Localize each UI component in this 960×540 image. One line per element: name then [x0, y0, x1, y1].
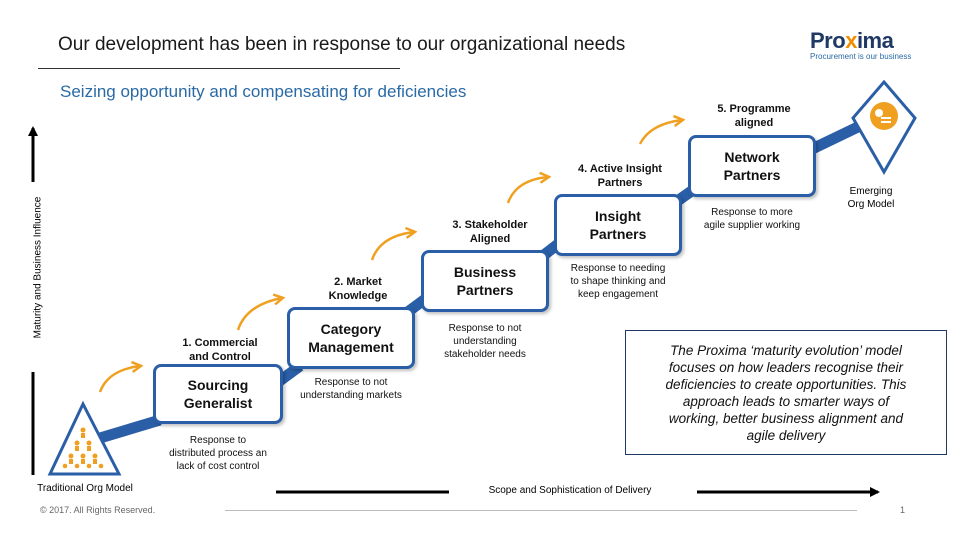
stage-5-response: Response to more agile supplier working: [703, 207, 801, 231]
traditional-org-label: Traditional Org Model: [37, 483, 133, 494]
slide-title: Our development has been in response to …: [58, 34, 626, 55]
x-axis-label: Scope and Sophistication of Delivery: [488, 485, 652, 496]
slide-subtitle: Seizing opportunity and compensating for…: [60, 82, 467, 101]
logo-wordmark: Proxima: [810, 28, 894, 53]
maturity-note: The Proxima ‘maturity evolution’ model f…: [625, 330, 947, 455]
emerging-org-diamond-icon: [851, 79, 917, 176]
proxima-logo: Proxima Procurement is our business: [810, 28, 920, 61]
orange-progress-arrows: [98, 120, 682, 393]
copyright: © 2017. All Rights Reserved.: [40, 505, 156, 515]
footer-divider: [225, 510, 857, 511]
stage-5-label: 5. Programme aligned: [717, 103, 791, 129]
stage-4-box: Insight Partners: [554, 194, 682, 256]
stage-2-response: Response to not understanding markets: [300, 377, 402, 401]
stage-4-label: 4. Active Insight Partners: [578, 163, 662, 189]
stage-2-box: Category Management: [287, 307, 415, 369]
stage-5-box: Network Partners: [688, 135, 816, 197]
stage-3-box: Business Partners: [421, 250, 549, 312]
stage-4-response: Response to needing to shape thinking an…: [570, 263, 666, 300]
stage-3-label: 3. Stakeholder Aligned: [452, 219, 528, 245]
stage-3-response: Response to not understanding stakeholde…: [444, 323, 526, 360]
stage-1-response: Response to distributed process an lack …: [169, 435, 267, 472]
traditional-org-triangle-icon: [47, 400, 122, 476]
stage-2-label: 2. Market Knowledge: [328, 276, 388, 302]
stage-1-box: Sourcing Generalist: [153, 364, 283, 424]
logo-tagline: Procurement is our business: [810, 52, 912, 61]
page-number: 1: [900, 505, 906, 515]
emerging-org-label: Emerging Org Model: [847, 186, 895, 210]
stage-1-label: 1. Commercial and Control: [182, 337, 258, 363]
y-axis-label: Maturity and Business Influence: [32, 196, 44, 339]
title-underline: [38, 68, 400, 69]
